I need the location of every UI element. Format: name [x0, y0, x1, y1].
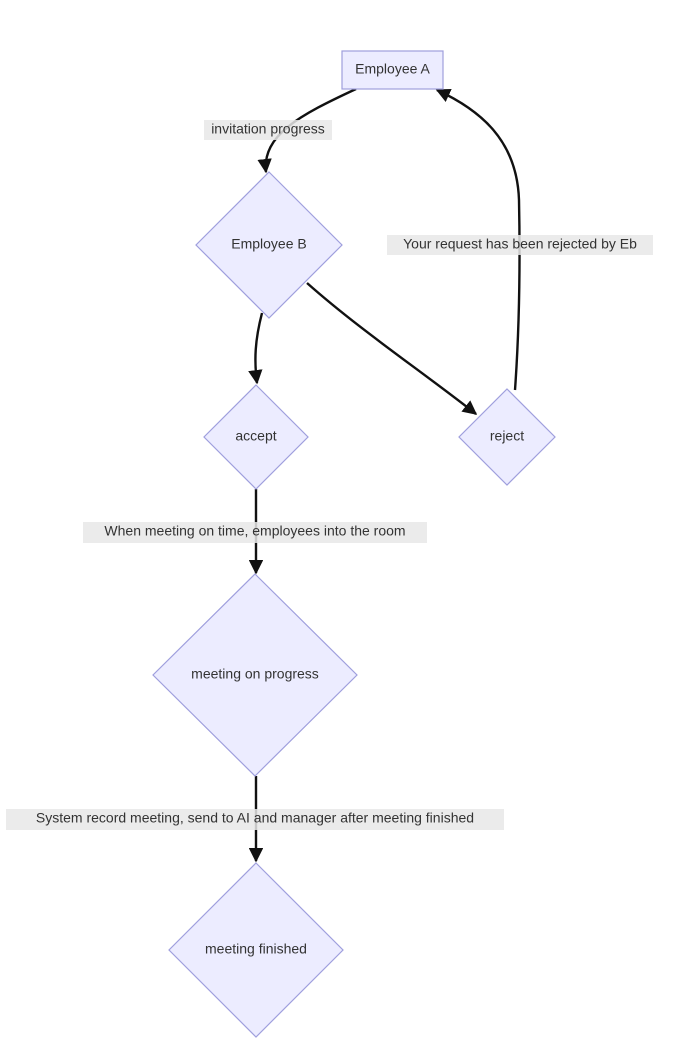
edge-b-to-reject: [306, 282, 478, 415]
edge-label-bg: [204, 120, 332, 140]
node-employee-b[interactable]: Employee B: [195, 171, 343, 319]
edge-b-to-accept: [248, 312, 264, 385]
node-label: Employee A: [355, 61, 430, 77]
node-label: meeting on progress: [191, 666, 319, 682]
edge-labels-layer: invitation progress Your request has bee…: [6, 120, 653, 830]
edge-label-text: System record meeting, send to AI and ma…: [36, 810, 474, 826]
edge-reject-to-a: [435, 88, 521, 391]
nodes-layer: Employee A Employee B accept reject meet…: [152, 50, 556, 1038]
node-meeting-progress[interactable]: meeting on progress: [152, 573, 358, 777]
edge-label-text: Your request has been rejected by Eb: [403, 236, 637, 252]
edge-label-accept-to-progress: When meeting on time, employees into the…: [83, 522, 427, 543]
edge-label-text: invitation progress: [211, 121, 325, 137]
edge-label-bg: [83, 522, 427, 543]
node-label: Employee B: [231, 236, 306, 252]
edge-label-bg: [387, 235, 653, 255]
edge-label-progress-to-finished: System record meeting, send to AI and ma…: [6, 809, 504, 830]
node-reject[interactable]: reject: [458, 388, 556, 486]
node-accept[interactable]: accept: [203, 384, 309, 490]
node-label: accept: [235, 428, 276, 444]
node-shape-rect: [341, 50, 444, 90]
node-shape-diamond: [203, 384, 309, 490]
node-shape-diamond: [195, 171, 343, 319]
node-meeting-finished[interactable]: meeting finished: [168, 862, 344, 1038]
node-employee-a[interactable]: Employee A: [341, 50, 444, 90]
edge-label-reject-to-a: Your request has been rejected by Eb: [387, 235, 653, 255]
node-label: reject: [490, 428, 524, 444]
node-label: meeting finished: [205, 941, 307, 957]
edge-label-a-to-b: invitation progress: [204, 120, 332, 140]
node-shape-diamond: [152, 573, 358, 777]
node-shape-diamond: [458, 388, 556, 486]
edge-label-bg: [6, 809, 504, 830]
node-shape-diamond: [168, 862, 344, 1038]
edge-label-text: When meeting on time, employees into the…: [104, 523, 405, 539]
